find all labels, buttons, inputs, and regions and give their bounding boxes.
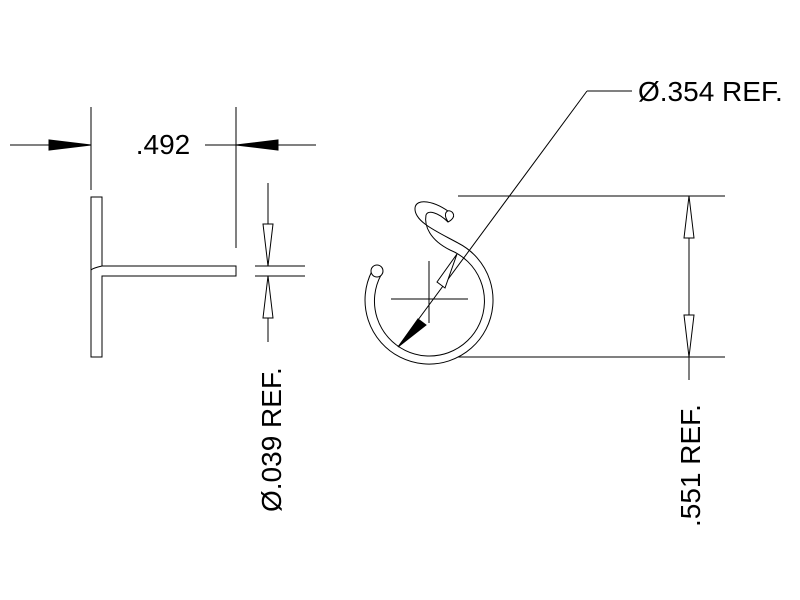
height-dimension: .551 REF. (458, 195, 725, 527)
wire-diameter-dimension: Ø.039 REF. (255, 183, 305, 512)
front-view (364, 201, 494, 365)
height-arrowhead-top (683, 195, 695, 239)
hook-end-left (370, 264, 384, 278)
hook-diameter-dimension: Ø.354 REF. (397, 76, 783, 348)
side-view-part-outline (90, 196, 237, 358)
wire-arrowhead-top (262, 223, 274, 267)
width-arrowhead-right (235, 139, 279, 151)
wire-diameter-label: Ø.039 REF. (256, 367, 287, 512)
height-arrowhead-bottom (683, 314, 695, 358)
wire-arrowhead-bottom (262, 275, 274, 319)
height-dimension-label: .551 REF. (675, 404, 706, 527)
hook-diameter-label: Ø.354 REF. (638, 76, 783, 107)
hook-end-top (445, 210, 455, 223)
hook-upper-curl-inner (425, 211, 451, 251)
width-dimension-label: .492 (136, 129, 191, 160)
hook-upper-curl-outer (414, 201, 459, 244)
side-view-bend-curve (90, 265, 103, 271)
hook-outer-arc (364, 242, 494, 365)
hook-inner-arc (374, 249, 485, 357)
width-arrowhead-left (48, 139, 92, 151)
width-dimension: .492 (10, 107, 316, 248)
hook-arrowhead-upper (436, 253, 458, 289)
side-view (90, 196, 237, 358)
hook-leader-line (397, 90, 588, 348)
hook-arrowhead-lower (397, 318, 427, 348)
